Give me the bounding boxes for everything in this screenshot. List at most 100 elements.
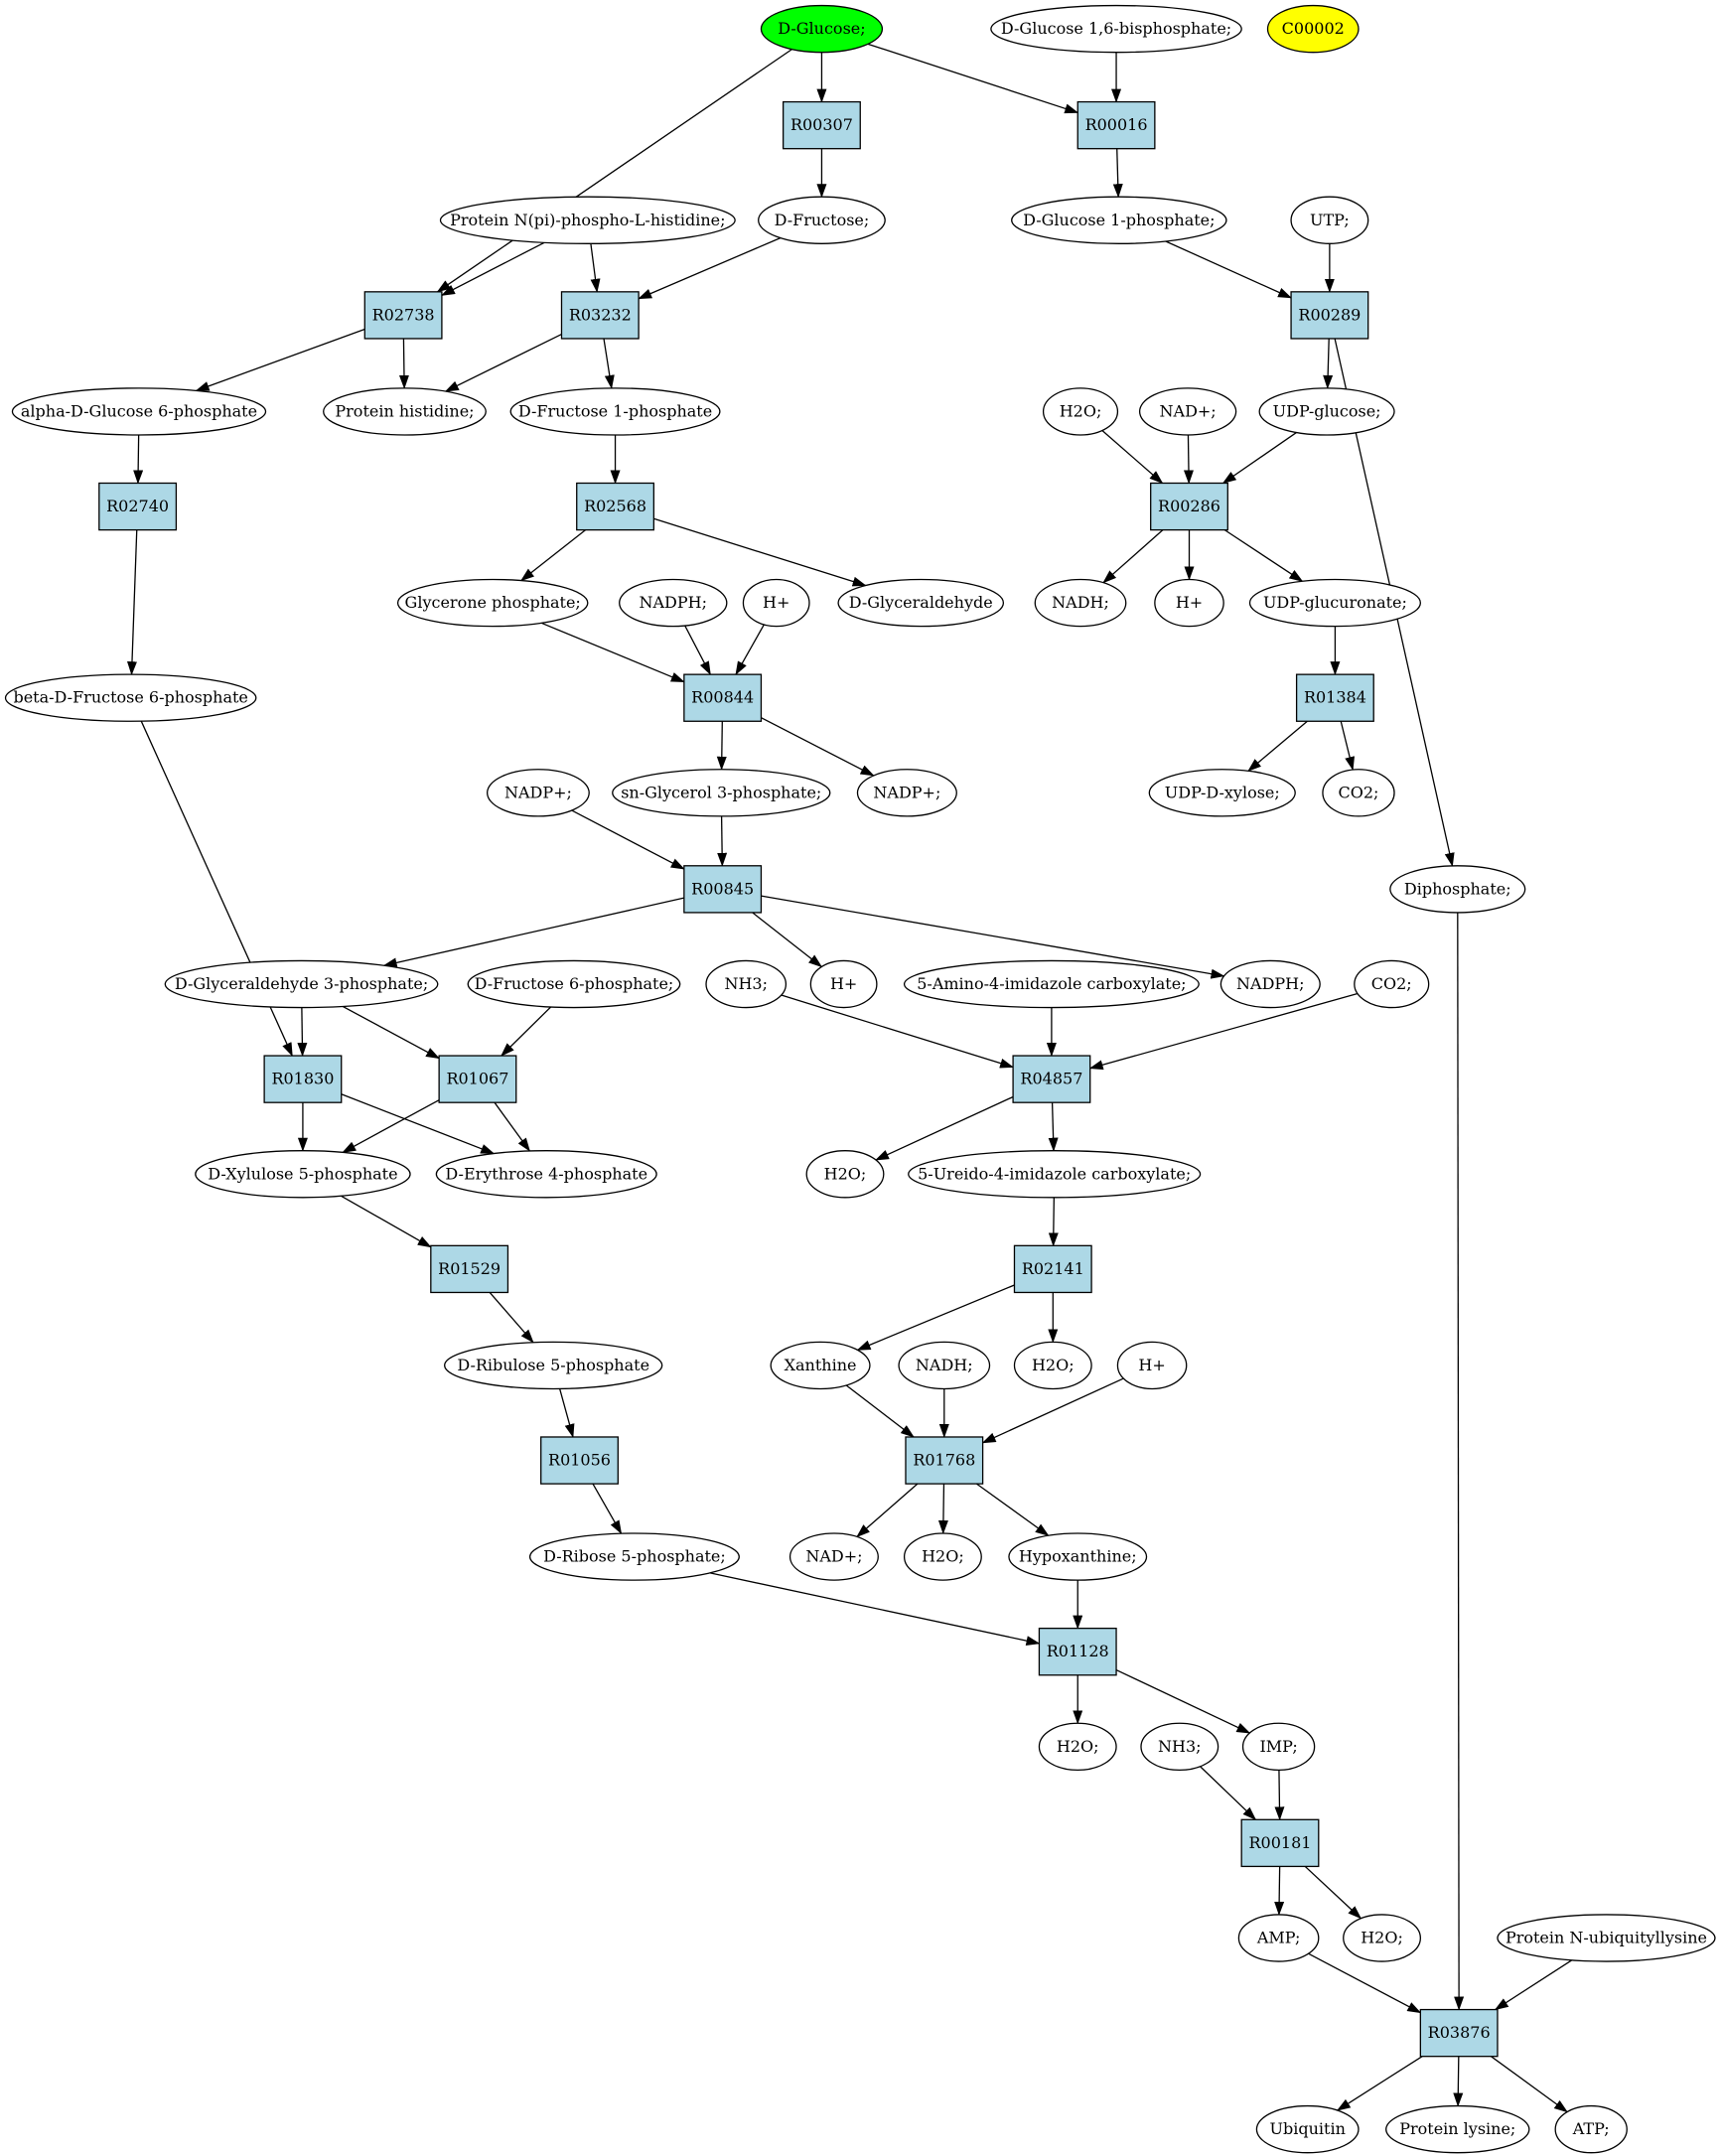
compound-ellipse [11,387,267,436]
compound-node[interactable]: Ubiquitin [1255,2104,1360,2154]
compound-node[interactable]: H2O; [1042,387,1119,436]
compound-node[interactable]: NADPH; [619,578,728,628]
edge-arrow [540,622,685,683]
compound-node[interactable]: D-Ribose 5-phosphate; [528,1532,740,1581]
compound-node[interactable]: Protein N-ubiquityllysine [1497,1914,1716,1962]
compound-node[interactable]: D-Glucose; [760,4,884,54]
reaction-node[interactable]: R02740 [98,482,178,531]
compound-label: alpha-D-Glucose 6-phosphate [21,401,257,420]
compound-node[interactable]: D-Fructose; [758,196,886,244]
edge-arrow [937,1484,948,1535]
compound-node[interactable]: CO2; [1354,959,1430,1009]
compound-node[interactable]: Xanthine [770,1341,871,1390]
compound-node[interactable]: Protein lysine; [1385,2104,1530,2154]
compound-node[interactable]: D-Glyceraldehyde [837,578,1005,628]
reaction-node[interactable]: R02738 [363,291,443,340]
reaction-node[interactable]: R01529 [430,1244,509,1294]
reaction-node[interactable]: R01128 [1038,1627,1117,1676]
compound-label: H+ [830,974,857,993]
compound-node[interactable]: 5-Ureido-4-imidazole carboxylate; [908,1150,1202,1199]
reaction-node[interactable]: R04857 [1012,1055,1091,1103]
reaction-node[interactable]: R01056 [540,1436,619,1485]
compound-node[interactable]: D-Ribulose 5-phosphate [444,1341,663,1390]
compound-node[interactable]: NADH; [898,1341,991,1390]
compound-node[interactable]: CO2; [1322,769,1395,817]
reaction-node[interactable]: R01830 [263,1055,343,1103]
compound-label: NAD+; [805,1547,862,1566]
compound-node[interactable]: beta-D-Fructose 6-phosphate [4,673,257,722]
compound-node[interactable]: 5-Amino-4-imidazole carboxylate; [903,959,1200,1009]
compound-node[interactable]: H+ [1116,1341,1188,1390]
compound-node[interactable]: NADH; [1034,578,1127,628]
compound-node[interactable]: H+ [1154,578,1224,628]
compound-node[interactable]: C00002 [1266,4,1360,54]
compound-node[interactable]: Glycerone phosphate; [396,578,589,628]
compound-node[interactable]: Protein histidine; [323,387,487,436]
compound-node[interactable]: UDP-glucuronate; [1248,578,1422,628]
reaction-node[interactable]: R00845 [683,865,763,914]
compound-node[interactable]: NADP+; [486,769,590,817]
reaction-node[interactable]: R00016 [1076,100,1156,150]
compound-node[interactable]: UDP-glucose; [1258,387,1395,436]
reaction-node[interactable]: R03232 [560,291,640,340]
compound-node[interactable]: Protein N(pi)-phospho-L-histidine; [439,196,736,244]
compound-label: sn-Glycerol 3-phosphate; [621,783,821,801]
edge-arrow [867,43,1079,114]
reaction-label: R01384 [1304,688,1366,707]
compound-node[interactable]: Hypoxanthine; [1008,1532,1148,1581]
compound-node[interactable]: H2O; [1343,1914,1422,1962]
compound-node[interactable]: D-Erythrose 4-phosphate [435,1150,657,1199]
compound-node[interactable]: ATP; [1554,2104,1628,2154]
compound-node[interactable]: H2O; [903,1532,982,1581]
compound-node[interactable]: D-Glucose 1-phosphate; [1011,196,1227,244]
reaction-node[interactable]: R00844 [683,673,763,722]
reaction-node[interactable]: R00289 [1290,291,1369,340]
compound-node[interactable]: UDP-D-xylose; [1148,769,1296,817]
compound-node[interactable]: NH3; [1140,1722,1219,1772]
compound-node[interactable]: AMP; [1237,1914,1320,1962]
compound-node[interactable]: NH3; [705,959,788,1009]
compound-node[interactable]: H2O; [1013,1341,1092,1390]
reaction-box [540,1436,619,1485]
compound-node[interactable]: UTP; [1290,196,1369,244]
compound-node[interactable]: D-Xylulose 5-phosphate [195,1150,411,1199]
compound-node[interactable]: alpha-D-Glucose 6-phosphate [11,387,267,436]
reaction-box [782,100,861,150]
compound-node[interactable]: D-Fructose 1-phosphate [509,387,721,436]
edge-arrow [1274,1866,1285,1916]
reaction-node[interactable]: R01384 [1295,673,1374,722]
reaction-node[interactable]: R03876 [1419,2008,1499,2058]
compound-ellipse [1255,2104,1360,2154]
compound-ellipse [528,1532,740,1581]
reaction-box [438,1055,517,1103]
compound-label: Protein histidine; [335,401,474,420]
reaction-node[interactable]: R00181 [1240,1818,1320,1868]
compound-node[interactable]: D-Glyceraldehyde 3-phosphate; [164,959,439,1009]
compound-node[interactable]: NADPH; [1219,959,1321,1009]
compound-ellipse [1116,1341,1188,1390]
compound-node[interactable]: H+ [742,578,810,628]
reaction-node[interactable]: R02568 [576,482,655,531]
compound-node[interactable]: NADP+; [856,769,957,817]
compound-ellipse [435,1150,657,1199]
reaction-box [1240,1818,1320,1868]
compound-node[interactable]: H2O; [1038,1722,1117,1772]
reaction-node[interactable]: R01768 [905,1436,984,1485]
compound-node[interactable]: Diphosphate; [1389,865,1526,914]
reaction-node[interactable]: R02141 [1013,1244,1092,1294]
compound-node[interactable]: D-Fructose 6-phosphate; [467,959,681,1009]
compound-node[interactable]: sn-Glycerol 3-phosphate; [612,769,831,817]
compound-node[interactable]: H2O; [805,1150,885,1199]
compound-node[interactable]: IMP; [1241,1722,1316,1772]
compound-node[interactable]: NAD+; [1138,387,1237,436]
compound-node[interactable]: H+ [809,959,878,1009]
reaction-node[interactable]: R00307 [782,100,861,150]
compound-label: NADH; [1052,593,1109,612]
compound-node[interactable]: NAD+; [789,1532,879,1581]
compound-node[interactable]: D-Glucose 1,6-bisphosphate; [990,4,1242,54]
compound-label: D-Ribose 5-phosphate; [543,1547,726,1566]
reaction-node[interactable]: R00286 [1150,482,1228,531]
compound-ellipse [856,769,957,817]
compound-label: UDP-glucose; [1273,401,1381,420]
reaction-node[interactable]: R01067 [438,1055,517,1103]
